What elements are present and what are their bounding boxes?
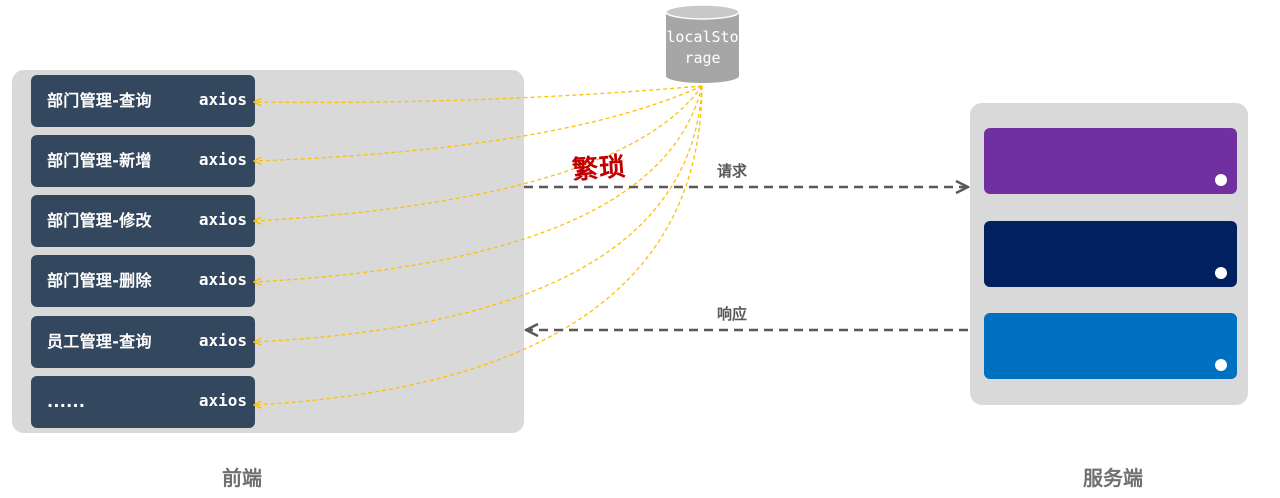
storage-link <box>254 85 703 282</box>
backend-caption: 服务端 <box>1083 466 1143 490</box>
storage-link <box>254 85 703 405</box>
axios-tag: axios <box>198 150 247 169</box>
item-label: 部门管理-修改 <box>47 211 152 230</box>
server-block <box>984 128 1237 194</box>
axios-tag: axios <box>198 391 247 410</box>
frontend-item: 部门管理-新增 axios <box>31 135 255 187</box>
warning-text: 繁琐 <box>571 152 628 186</box>
response-label: 响应 <box>716 305 747 323</box>
item-label: ...... <box>47 392 86 411</box>
server-block <box>984 313 1237 379</box>
server-dot <box>1215 174 1227 186</box>
frontend-panel <box>12 70 524 433</box>
server-dot <box>1215 359 1227 371</box>
axios-tag: axios <box>198 210 247 229</box>
frontend-item: ...... axios <box>31 376 255 428</box>
server-block <box>984 221 1237 287</box>
storage-link <box>254 85 703 221</box>
database-icon <box>665 4 740 83</box>
frontend-caption: 前端 <box>222 466 262 490</box>
axios-tag: axios <box>198 270 247 289</box>
frontend-item: 部门管理-修改 axios <box>31 195 255 247</box>
item-label: 部门管理-查询 <box>47 91 152 110</box>
storage-link <box>254 85 703 342</box>
frontend-item: 部门管理-删除 axios <box>31 255 255 307</box>
server-dot <box>1215 267 1227 279</box>
request-label: 请求 <box>716 162 747 180</box>
axios-tag: axios <box>198 331 247 350</box>
storage-link <box>254 85 703 161</box>
axios-tag: axios <box>198 90 247 109</box>
frontend-item: 员工管理-查询 axios <box>31 316 255 368</box>
item-label: 员工管理-查询 <box>47 332 152 351</box>
item-label: 部门管理-删除 <box>47 271 152 290</box>
frontend-item: 部门管理-查询 axios <box>31 75 255 127</box>
storage-link <box>254 85 703 102</box>
item-label: 部门管理-新增 <box>47 151 152 170</box>
storage-label: localStorage <box>666 28 739 67</box>
